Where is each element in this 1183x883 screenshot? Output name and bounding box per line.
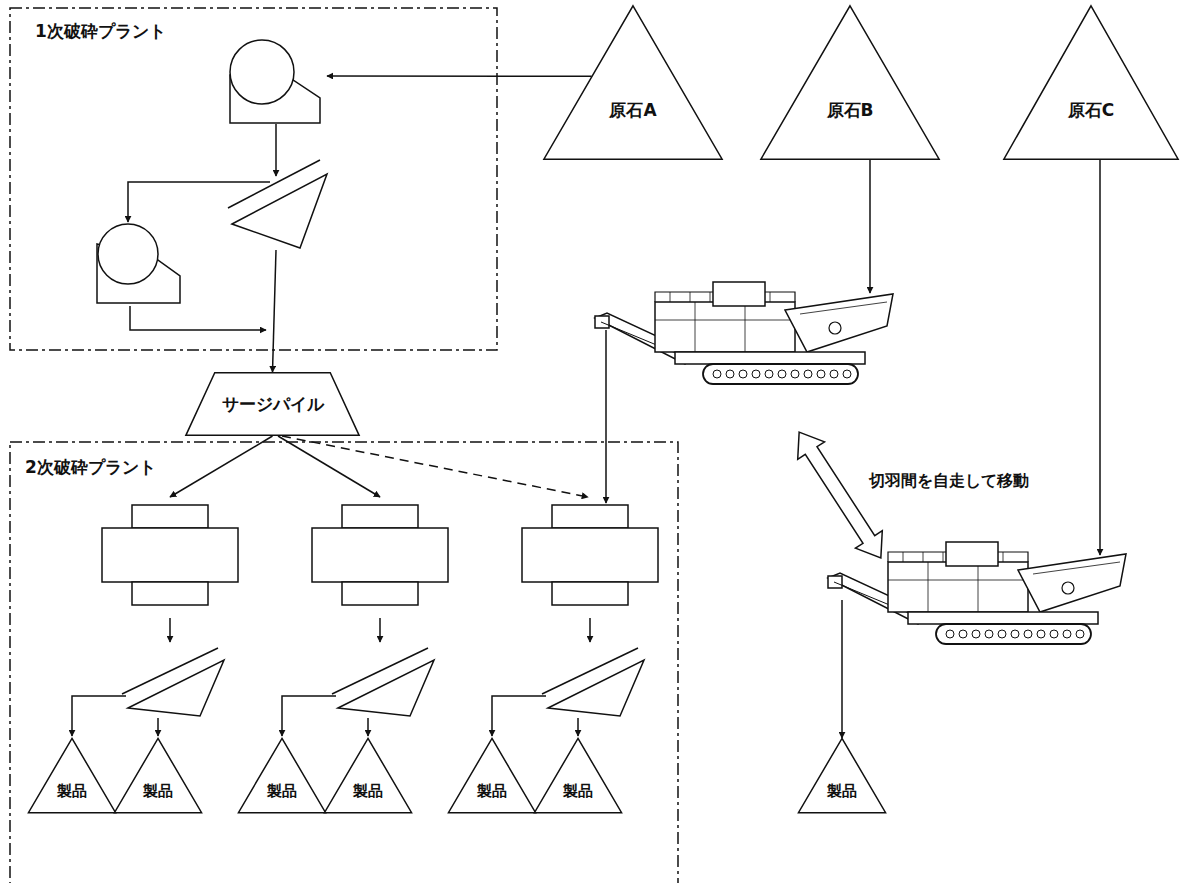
plant-region: 1次破砕プラント <box>10 8 497 350</box>
surge-pile-trapezoid: サージパイル <box>185 372 360 436</box>
stockpile-triangle: 製品 <box>324 738 412 813</box>
flow-arrow <box>273 250 277 372</box>
flow-line <box>170 436 273 497</box>
flow-line <box>869 160 871 293</box>
stockpile-triangle: 製品 <box>534 738 622 813</box>
flow-arrow <box>170 436 273 497</box>
flow-line <box>1099 160 1101 555</box>
flow-arrow <box>606 160 870 503</box>
flow-line <box>273 250 277 372</box>
node-label: 製品 <box>827 782 857 801</box>
node-label: 製品 <box>563 782 593 801</box>
stockpile-triangle: 原石C <box>1003 5 1179 160</box>
note-label: 切羽間を自走して移動 <box>866 470 1032 493</box>
flow-line <box>841 600 843 738</box>
node-label: サージパイル <box>222 393 324 416</box>
flow-arrow <box>327 76 592 77</box>
node-label: 原石B <box>827 99 874 122</box>
stockpile-triangle: 原石A <box>543 5 723 160</box>
region-heading: 2次破砕プラント <box>25 456 156 479</box>
region-heading: 1次破砕プラント <box>35 20 166 43</box>
node-label: 原石C <box>1068 99 1114 122</box>
node-label: 製品 <box>143 782 173 801</box>
stockpile-triangle: 製品 <box>28 738 116 813</box>
node-label: 製品 <box>477 782 507 801</box>
node-label: 製品 <box>267 782 297 801</box>
stockpile-triangle: 製品 <box>238 738 326 813</box>
stockpile-triangle: 原石B <box>760 5 940 160</box>
stockpile-triangle: 製品 <box>798 738 886 813</box>
node-label: 原石A <box>609 99 656 122</box>
flow-line <box>605 330 607 503</box>
plant-region: 2次破砕プラント製品 製品 製品 製品 製品 製品 <box>10 442 678 883</box>
node-label: 製品 <box>57 782 87 801</box>
flow-arrow <box>842 160 1100 738</box>
node-label: 製品 <box>353 782 383 801</box>
flow-line <box>327 75 592 77</box>
stockpile-triangle: 製品 <box>114 738 202 813</box>
stockpile-triangle: 製品 <box>448 738 536 813</box>
